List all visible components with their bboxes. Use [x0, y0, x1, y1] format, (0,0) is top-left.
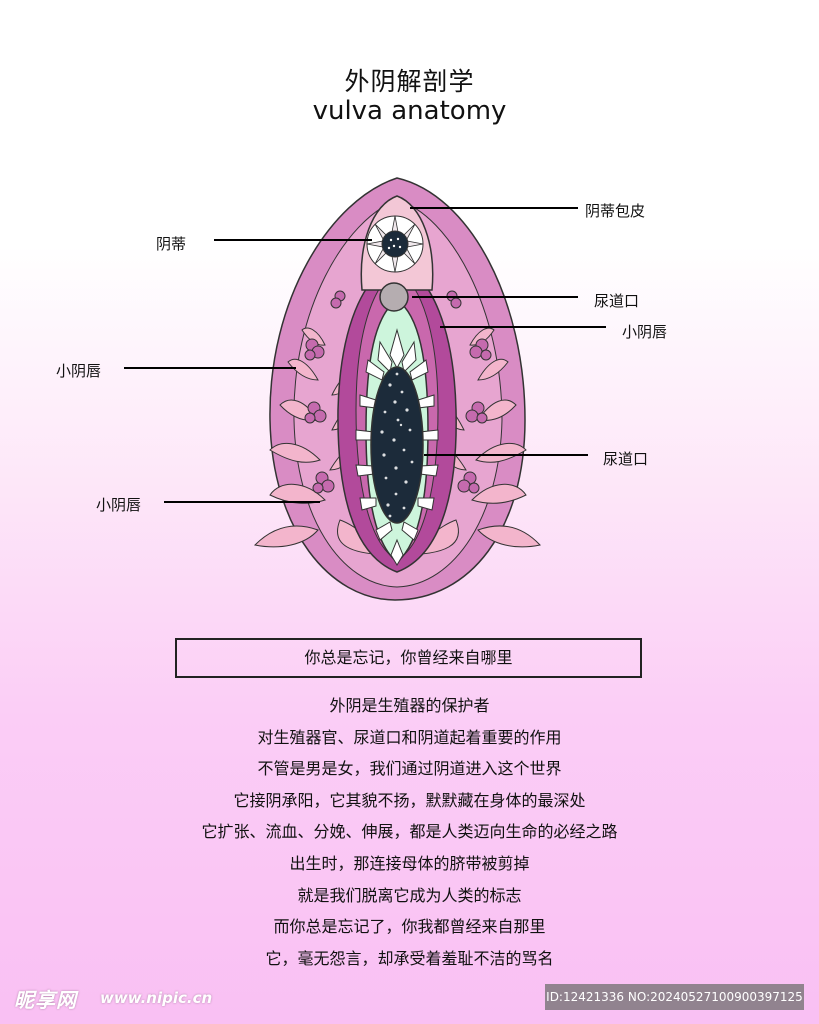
vaginal-opening-shape — [370, 366, 424, 524]
label-labia-minora-left-lower: 小阴唇 — [96, 496, 142, 514]
watermark-logo: 昵享网 — [14, 988, 77, 1012]
poem-line: 外阴是生殖器的保护者 — [329, 696, 490, 715]
poem-line: 就是我们脱离它成为人类的标志 — [297, 885, 522, 905]
page-title: 外阴解剖学 — [344, 67, 475, 96]
label-urethral-opening-lower: 尿道口 — [603, 450, 649, 468]
leader-lines — [124, 207, 606, 503]
poem-line: 对生殖器官、尿道口和阴道起着重要的作用 — [257, 727, 562, 747]
clitoris-flower — [366, 215, 424, 273]
urethral-opening-shape — [379, 282, 409, 312]
poem-line: 它扩张、流血、分娩、伸展，都是人类迈向生命的必经之路 — [201, 822, 618, 842]
poem-line: 出生时，那连接母体的脐带被剪掉 — [289, 853, 530, 873]
poem-line: 它，毫无怨言，却承受着羞耻不洁的骂名 — [265, 948, 554, 968]
quote-box: 你总是忘记，你曾经来自哪里 — [175, 638, 642, 678]
label-urethral-opening-upper: 尿道口 — [594, 292, 640, 310]
poem-line: 它接阴承阳，它其貌不扬，默默藏在身体的最深处 — [233, 790, 586, 810]
vaginal-dots — [380, 372, 414, 518]
petals — [355, 328, 439, 566]
label-labia-minora-left-upper: 小阴唇 — [56, 362, 102, 380]
poem-line: 而你总是忘记了，你我都曾经来自那里 — [273, 917, 546, 937]
label-labia-minora-right: 小阴唇 — [622, 323, 668, 341]
label-clitoris: 阴蒂 — [156, 235, 187, 253]
label-clitoral-hood: 阴蒂包皮 — [585, 202, 646, 220]
poem-text: 外阴是生殖器的保护者 对生殖器官、尿道口和阴道起着重要的作用 不管是男是女，我们… — [0, 690, 819, 974]
poem-line: 不管是男是女，我们通过阴道进入这个世界 — [257, 759, 562, 779]
watermark-url: www.nipic.cn — [100, 989, 213, 1007]
flower-buds — [304, 290, 492, 494]
page-subtitle: vulva anatomy — [312, 96, 507, 126]
image-id-bar: ID:12421336 NO:20240527100900397125 — [545, 984, 804, 1010]
